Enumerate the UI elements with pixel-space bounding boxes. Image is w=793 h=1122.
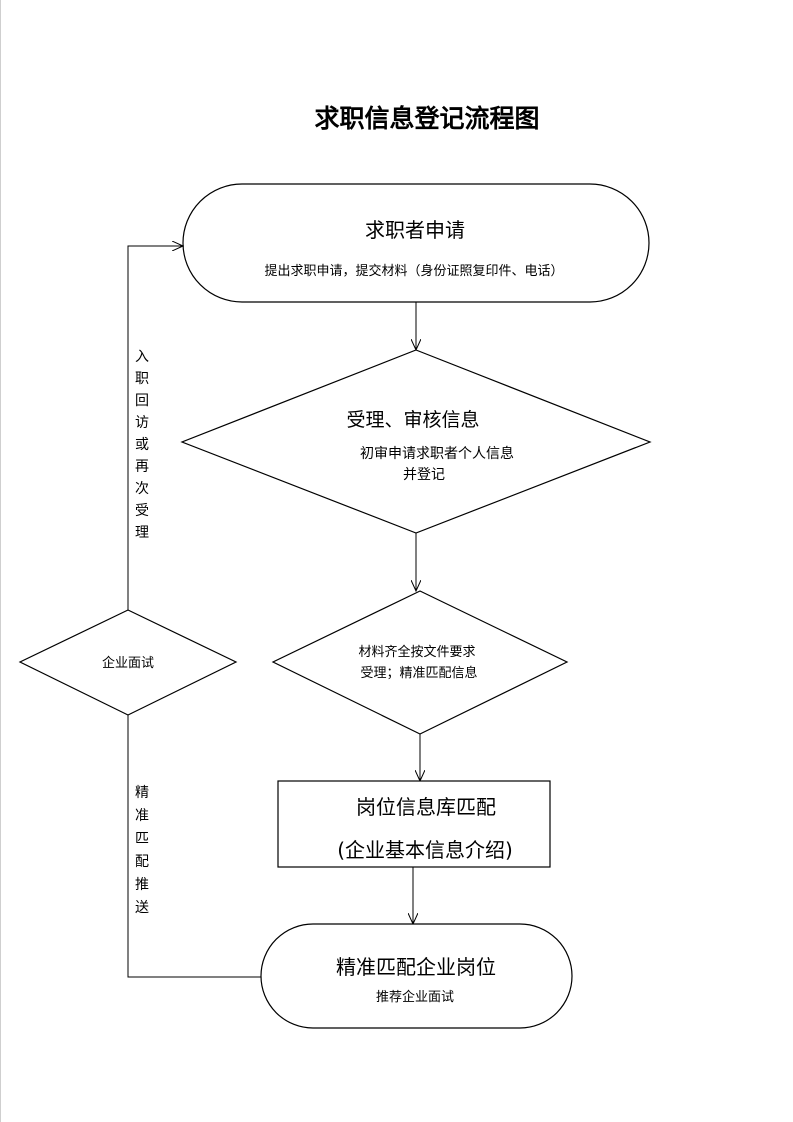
jobdb-node-shape — [277, 780, 551, 868]
return-visit-char: 受 — [135, 503, 149, 519]
interview-node-label: 企业面试 — [102, 655, 154, 671]
apply-node-subtitle: 提出求职申请，提交材料（身份证照复印件、电话） — [264, 263, 563, 279]
precise-push-char: 推 — [135, 877, 149, 893]
match-node-subtitle: 推荐企业面试 — [376, 989, 454, 1005]
materials-node-shape — [271, 590, 569, 735]
apply-node-shape — [182, 183, 650, 303]
jobdb-node-line1: 岗位信息库匹配 — [356, 795, 496, 819]
precise-push-label: 精 准 匹 配 推 送 — [135, 785, 149, 916]
interview-node-shape — [18, 609, 238, 716]
connector-match-to-interview — [127, 715, 261, 978]
precise-push-char: 匹 — [135, 831, 149, 847]
page-title: 求职信息登记流程图 — [314, 104, 539, 133]
apply-node-title: 求职者申请 — [365, 218, 465, 242]
return-visit-label: 入 职 回 访 或 再 次 受 理 — [135, 349, 149, 541]
review-node-title: 受理、审核信息 — [346, 409, 479, 431]
return-visit-char: 访 — [135, 415, 149, 431]
precise-push-char: 准 — [135, 808, 149, 824]
return-visit-char: 入 — [135, 349, 149, 365]
return-visit-char: 或 — [135, 437, 149, 453]
precise-push-char: 送 — [135, 900, 149, 916]
materials-node-line2: 受理；精准匹配信息 — [360, 665, 477, 681]
return-visit-char: 再 — [135, 459, 149, 475]
jobdb-node-line2: (企业基本信息介绍) — [337, 838, 513, 862]
return-visit-char: 次 — [135, 481, 149, 497]
materials-node-line1: 材料齐全按文件要求 — [358, 644, 475, 660]
precise-push-char: 配 — [135, 854, 149, 870]
return-visit-char: 回 — [135, 393, 149, 409]
match-node-shape — [260, 923, 573, 1029]
review-node-shape — [180, 349, 652, 534]
return-visit-char: 理 — [135, 525, 149, 541]
review-node-line2: 并登记 — [403, 467, 445, 483]
precise-push-char: 精 — [135, 785, 149, 801]
match-node-title: 精准匹配企业岗位 — [336, 955, 496, 979]
review-node-line1: 初审申请求职者个人信息 — [360, 445, 514, 462]
return-visit-char: 职 — [135, 371, 149, 387]
connector-interview-to-apply — [127, 246, 183, 610]
